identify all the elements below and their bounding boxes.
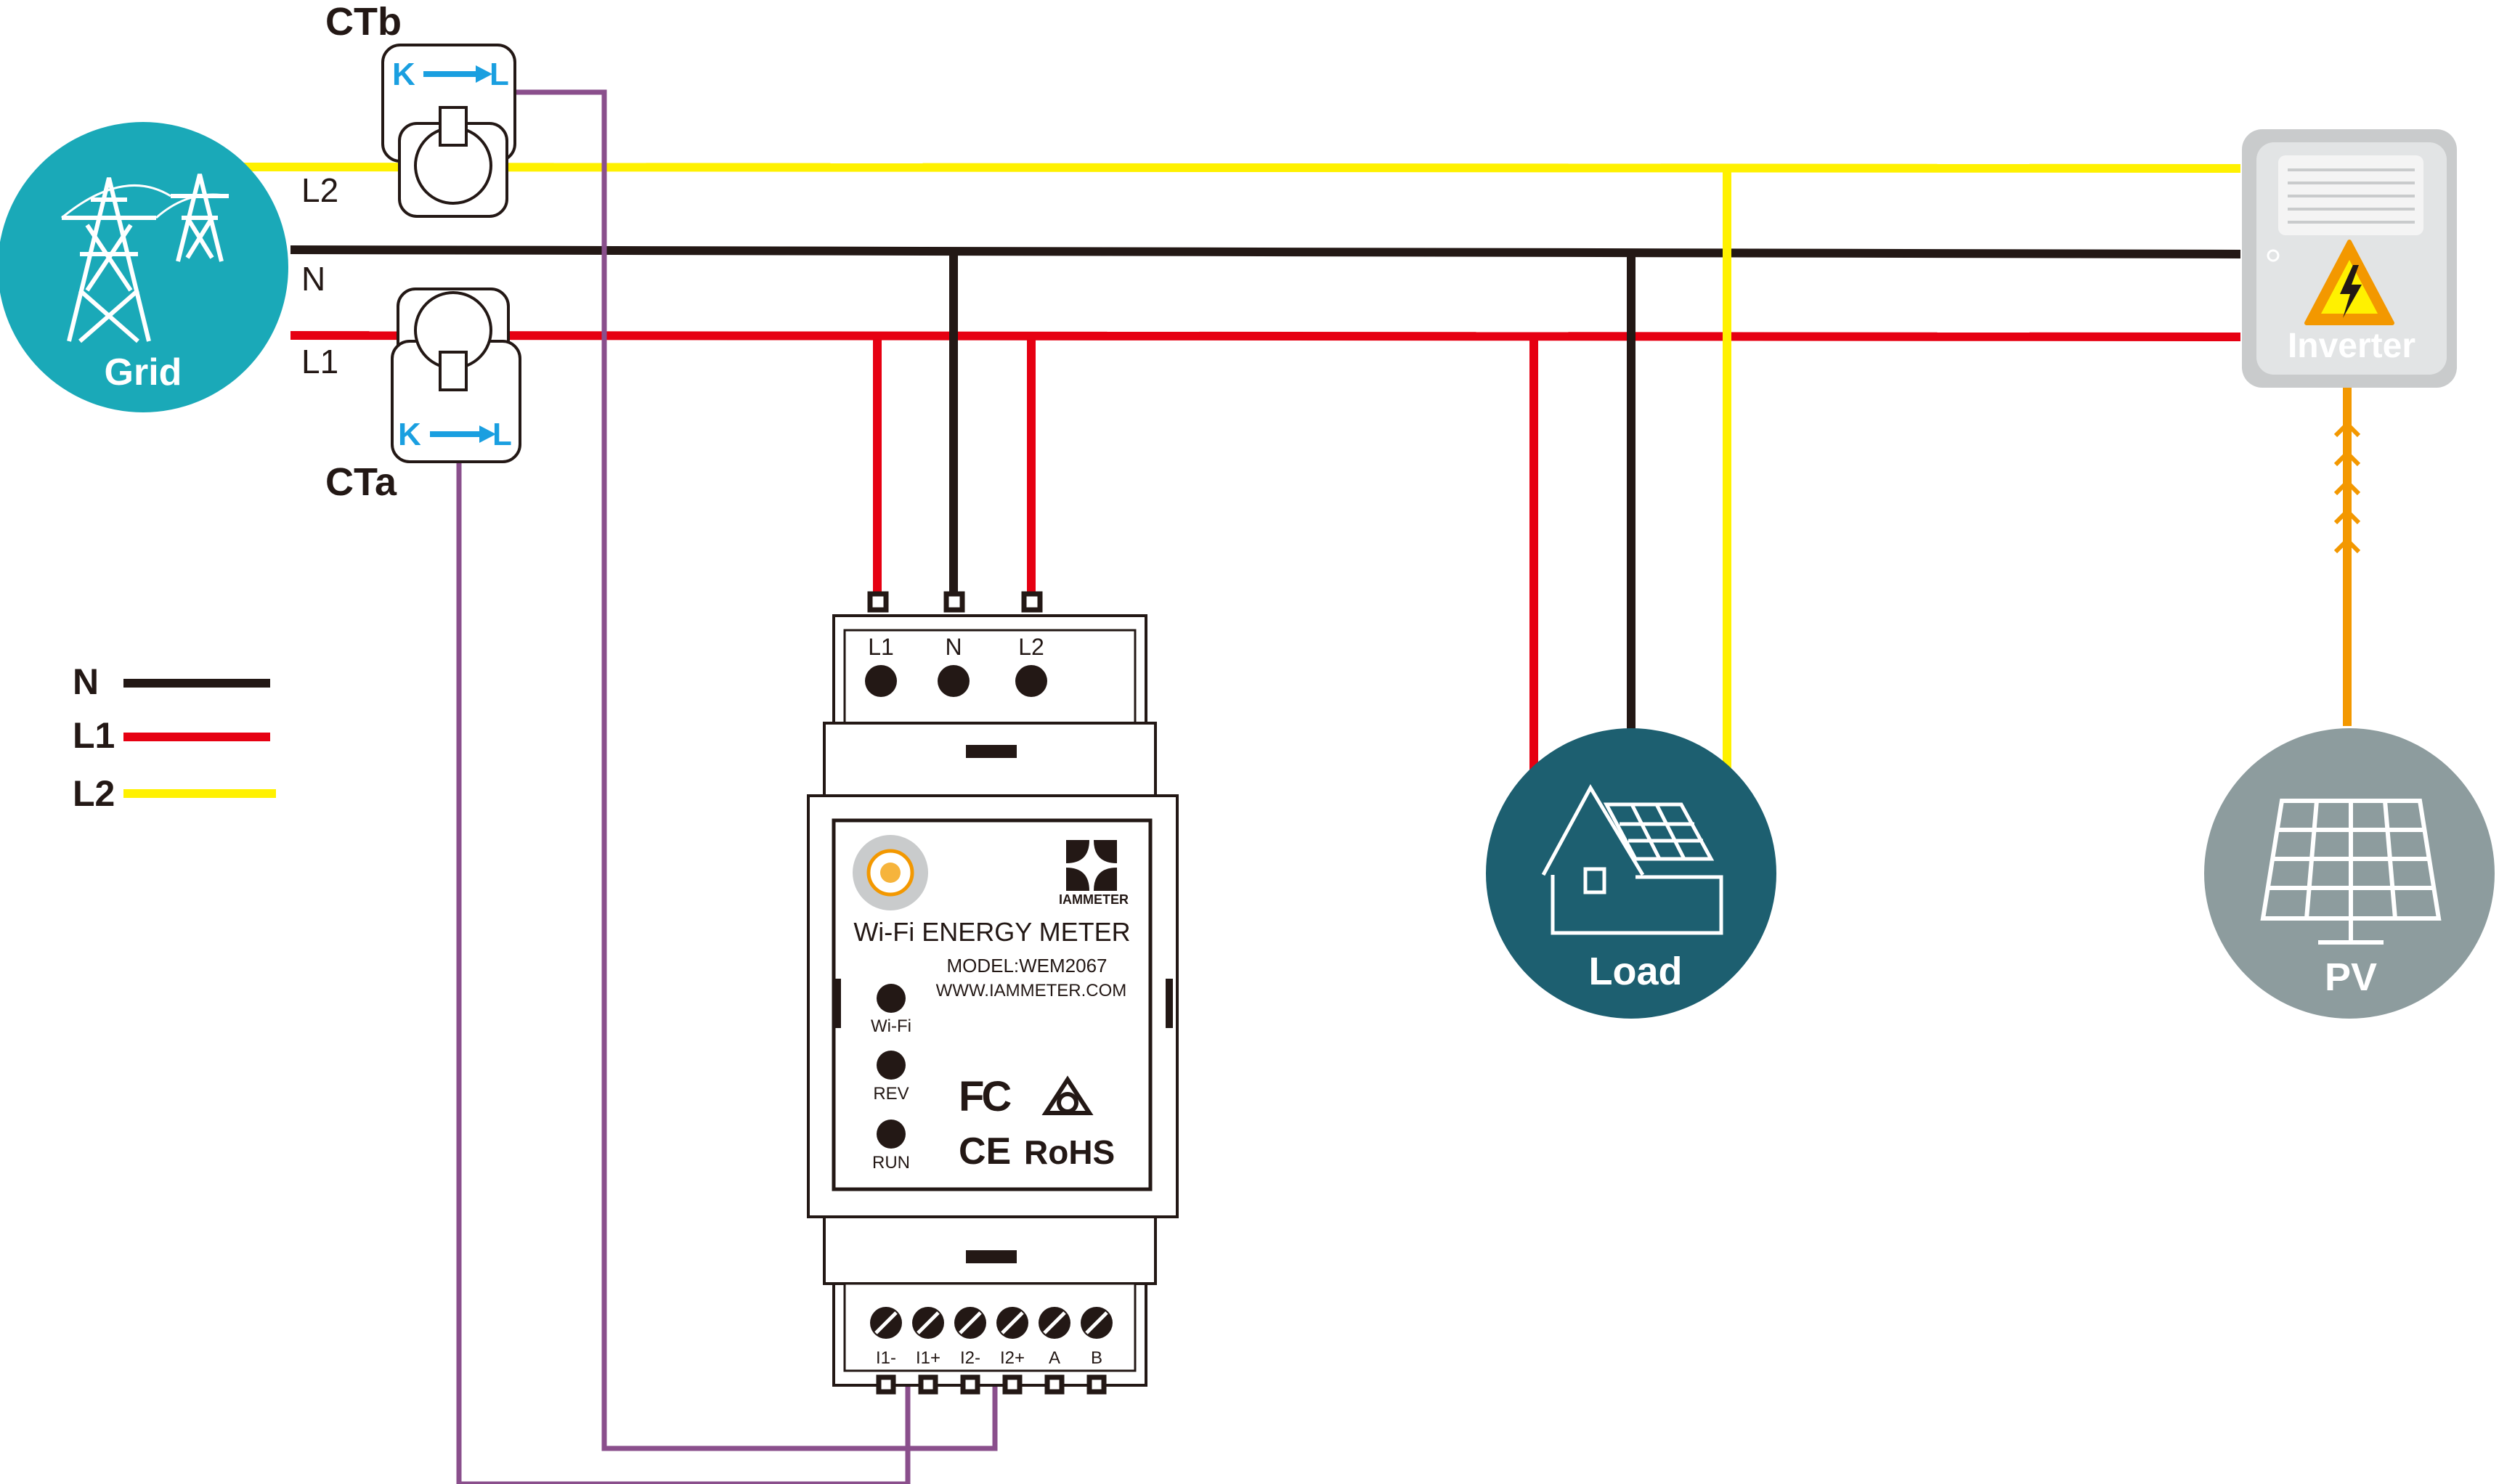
meter-clip-top [966, 745, 1017, 758]
load-node: Load [1486, 728, 1776, 1019]
node-b [1086, 1374, 1107, 1395]
ct-b-l: L [489, 57, 509, 92]
meter-supply-wires [873, 253, 1036, 599]
meter-clip-bottom [966, 1250, 1017, 1263]
bottom-terminal-nodes [876, 1374, 1107, 1395]
ct-b-slot [439, 106, 468, 147]
rev-led-label: REV [873, 1084, 909, 1104]
house-solar-icon [1541, 783, 1723, 935]
ct-b-arrowhead-icon [476, 65, 492, 83]
fc-mark: FC [959, 1073, 1011, 1120]
dc-link [2333, 388, 2361, 726]
rohs-mark: RoHS [1024, 1133, 1115, 1171]
screw-slots [874, 1311, 1108, 1334]
iammeter-logo-icon [1066, 840, 1117, 891]
run-led [877, 1120, 906, 1149]
top-terminal-l2: L2 [1018, 634, 1044, 660]
bottom-terminal-screws [870, 1307, 1113, 1339]
ct-a-l: L [492, 417, 512, 452]
legend-label-l1: L1 [73, 715, 115, 756]
legend-label-l2: L2 [73, 773, 115, 814]
ct-a-slot [439, 351, 468, 391]
terminal-screw-l2 [1015, 665, 1047, 697]
brand-name: IAMMETER [1059, 892, 1129, 907]
bottom-terminal-i2-plus: I2+ [1000, 1348, 1025, 1368]
grid-label: Grid [105, 351, 182, 394]
pv-node: PV [2204, 728, 2495, 1019]
node-i2-minus [960, 1374, 980, 1395]
bottom-terminal-i1-minus: I1- [876, 1348, 896, 1368]
load-supply-wires [1529, 168, 1731, 770]
meter-side-tab-right [1166, 979, 1173, 1028]
inverter-label: Inverter [2288, 327, 2415, 365]
n-bus-line [290, 245, 2241, 258]
bottom-terminal-a: A [1049, 1348, 1060, 1368]
top-terminal-n: N [945, 634, 962, 660]
terminal-screw-n [938, 665, 970, 697]
inverter-node: Inverter [2242, 129, 2457, 388]
power-tower-icon [61, 174, 229, 343]
energy-meter: L1 N L2 IAMMETER Wi-Fi ENERGY METER MODE… [807, 591, 1179, 1395]
grid-node: Grid [0, 122, 288, 412]
terminal-node-l1 [867, 591, 889, 613]
meter-website: WWW.IAMMETER.COM [936, 981, 1127, 1000]
meter-side-tab-left [834, 979, 841, 1028]
bottom-terminal-b: B [1091, 1348, 1102, 1368]
legend: N L1 L2 [73, 661, 276, 814]
legend-label-n: N [73, 661, 99, 702]
ct-signal-wires [456, 89, 998, 1484]
pv-label: PV [2325, 955, 2377, 999]
ct-a-k: K [398, 417, 421, 452]
node-i1-plus [918, 1374, 938, 1395]
rcm-mark-icon [1041, 1075, 1094, 1115]
node-a [1044, 1374, 1065, 1395]
bus-lines [239, 163, 2241, 341]
ct-b-title: CTb [325, 0, 402, 44]
antenna-dot-icon [880, 863, 901, 883]
ct-a-arrowhead-icon [479, 425, 496, 443]
bottom-terminal-i1-plus: I1+ [916, 1348, 940, 1368]
top-terminal-l1: L1 [868, 634, 894, 660]
inverter-vent-slats [2288, 168, 2415, 224]
terminal-node-n [943, 591, 965, 613]
lightning-bolt-icon [2340, 265, 2362, 318]
inverter-indicator-icon [2267, 249, 2280, 262]
l1-bus-line [290, 331, 2241, 341]
solar-panel-icon [2260, 799, 2442, 945]
dc-link-chevrons [2333, 420, 2361, 554]
bus-label-l2: L2 [301, 171, 338, 209]
meter-upper-shoulder [823, 722, 1157, 797]
ct-b: CTb K L [325, 0, 516, 218]
wifi-led [877, 984, 906, 1013]
ct-b-k: K [392, 57, 415, 92]
wifi-led-label: Wi-Fi [871, 1016, 911, 1036]
load-label: Load [1589, 950, 1683, 993]
l2-bus-line [239, 163, 2241, 173]
bottom-terminal-i2-minus: I2- [960, 1348, 980, 1368]
terminal-screw-l1 [865, 665, 897, 697]
meter-title: Wi-Fi ENERGY METER [853, 917, 1130, 947]
meter-model: MODEL:WEM2067 [946, 955, 1107, 977]
node-i2-plus [1002, 1374, 1023, 1395]
terminal-node-l2 [1021, 591, 1043, 613]
ce-mark: CE [959, 1130, 1011, 1173]
rev-led [877, 1051, 906, 1080]
run-led-label: RUN [872, 1153, 910, 1173]
load-circle [1486, 728, 1776, 1019]
node-i1-minus [876, 1374, 896, 1395]
bus-label-l1: L1 [301, 343, 338, 380]
bus-label-n: N [301, 260, 325, 298]
ct-a: K L CTa [325, 288, 521, 504]
ct-a-title: CTa [325, 460, 397, 504]
